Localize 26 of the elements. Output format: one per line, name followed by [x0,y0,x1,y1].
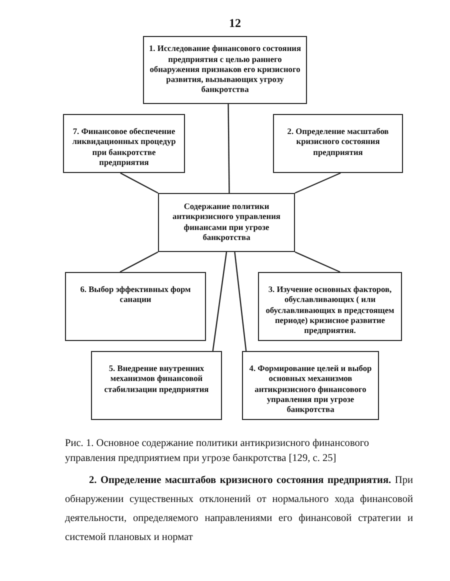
connector-line [294,251,340,273]
page-number: 12 [229,16,241,31]
box-text: Содержание политики антикризисного управления финансами при угрозе банкротства [172,202,282,243]
box-text: 1. Исследование финансового состояния предприятия с целью раннего обнаружения признаков его кризисного развития, вызывающих угрозу банкротства [148,44,302,96]
figure-caption: Рис. 1. Основное содержание политики антикризисного финансового управления предприятием при угрозе банкротства [129, с. 25] [65,437,370,466]
text-box [143,36,307,104]
text-box [273,114,403,173]
box-text: 7. Финансовое обеспечение ликвидационных процедур при банкротстве предприятия [71,127,177,168]
body-paragraph: 2. Определение масштабов кризисного состояния предприятия. При обнаружении существенных отклонений от нормального хода финансовой деятельности, определяемого направлениями его финансовой стратегии и системой плановых и нормат [65,474,413,546]
box-text: 6. Выбор эффективных форм санации [79,285,192,306]
connector-line [120,172,158,194]
text-box [258,272,402,341]
connector-line [294,172,341,194]
text-box [158,193,295,252]
text-box [91,351,222,420]
box-text: 4. Формирование целей и выбор основных механизмов антикризисного финансового управления при угрозе банкротства [248,364,373,416]
connector-line [120,251,158,273]
box-text: 2. Определение масштабов кризисного состояния предприятия [286,127,390,158]
connector-line [228,104,230,193]
connector-line [212,252,228,352]
text-box [63,114,185,173]
box-text: 5. Внедрение внутренних механизмов финансовой стабилизации предприятия [103,364,210,395]
text-box [242,351,379,420]
box-text: 3. Изучение основных факторов, обуславливающих ( или обуславливающих в предстоящем периоде) кризисное развитие предприятия. [264,285,396,336]
connector-line [234,252,247,352]
text-box [65,272,206,341]
